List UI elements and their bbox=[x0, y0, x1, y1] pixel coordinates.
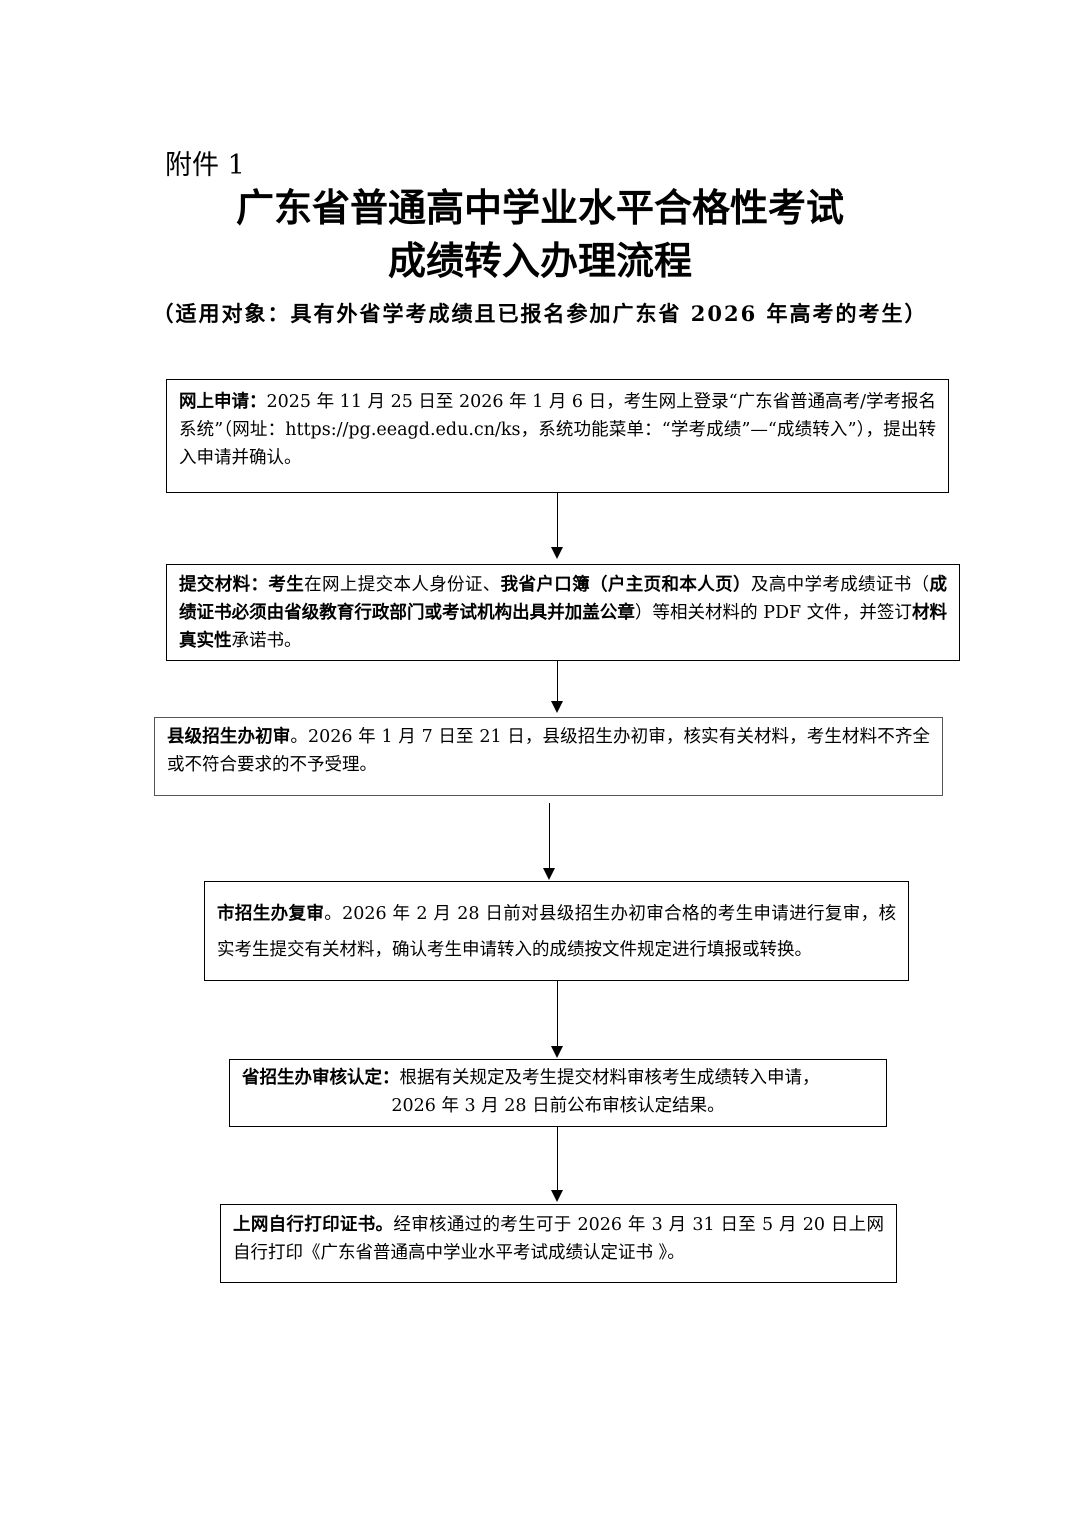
flow-arrow bbox=[551, 981, 563, 1058]
flow-arrow bbox=[551, 661, 563, 713]
step-county-review: 县级招生办初审。2026 年 1 月 7 日至 21 日，县级招生办初审，核实有… bbox=[154, 717, 943, 796]
step-heading: 网上申请： bbox=[179, 392, 267, 412]
step-text: 承诺书。 bbox=[231, 631, 302, 651]
step-text-bold: 考生 bbox=[268, 575, 305, 595]
page-subtitle: （适用对象：具有外省学考成绩且已报名参加广东省 2026 年高考的考生） bbox=[152, 301, 928, 326]
page-title-line2: 成绩转入办理流程 bbox=[387, 238, 692, 283]
flow-arrow bbox=[543, 803, 555, 880]
step-province-approval: 省招生办审核认定：根据有关规定及考生提交材料审核考生成绩转入申请， 2026 年… bbox=[229, 1059, 887, 1127]
step-print-certificate: 上网自行打印证书。经审核通过的考生可于 2026 年 3 月 31 日至 5 月… bbox=[220, 1204, 897, 1283]
step-text: 经审核通过的考生可于 2026 年 3 月 31 日至 5 月 20 日上网自行… bbox=[233, 1215, 885, 1263]
step-text: ）等相关材料的 PDF 文件，并签订 bbox=[634, 603, 912, 623]
step-text: 。2026 年 1 月 7 日至 21 日，县级招生办初审，核实有关材料，考生材… bbox=[167, 727, 931, 775]
step-submit-materials: 提交材料：考生在网上提交本人身份证、我省户口簿（户主页和本人页）及高中学考成绩证… bbox=[166, 564, 960, 661]
step-text: 在网上提交本人身份证、 bbox=[304, 575, 501, 595]
step-city-review: 市招生办复审。2026 年 2 月 28 日前对县级招生办初审合格的考生申请进行… bbox=[204, 881, 909, 981]
step-heading: 省招生办审核认定： bbox=[242, 1068, 400, 1088]
flow-arrow bbox=[551, 1127, 563, 1202]
step-heading: 县级招生办初审 bbox=[167, 727, 291, 747]
step-text-bold: 成绩证书必须由省级教育行政部门或考试机构出具并加盖公章 bbox=[179, 575, 948, 623]
step-online-application: 网上申请：2025 年 11 月 25 日至 2026 年 1 月 6 日，考生… bbox=[166, 379, 949, 493]
step-text: 。2026 年 2 月 28 日前对县级招生办初审合格的考生申请进行复审，核实考… bbox=[217, 904, 897, 960]
step-text: 及高中学考成绩证书（ bbox=[750, 575, 930, 595]
step-heading: 上网自行打印证书。 bbox=[233, 1215, 394, 1235]
step-heading: 提交材料： bbox=[179, 575, 269, 595]
step-text-line2: 2026 年 3 月 28 日前公布审核认定结果。 bbox=[391, 1096, 725, 1116]
step-heading: 市招生办复审 bbox=[217, 904, 325, 924]
step-text-bold: 材料真实性 bbox=[179, 603, 948, 651]
step-text: 根据有关规定及考生提交材料审核考生成绩转入申请， bbox=[399, 1068, 820, 1088]
page-title: 广东省普通高中学业水平合格性考试 bbox=[235, 185, 844, 230]
step-text-bold: 我省户口簿（户主页和本人页） bbox=[500, 575, 751, 595]
step-text: 2025 年 11 月 25 日至 2026 年 1 月 6 日，考生网上登录“… bbox=[179, 392, 936, 468]
attachment-label: 附件 1 bbox=[165, 150, 245, 181]
flow-arrow bbox=[551, 493, 563, 559]
